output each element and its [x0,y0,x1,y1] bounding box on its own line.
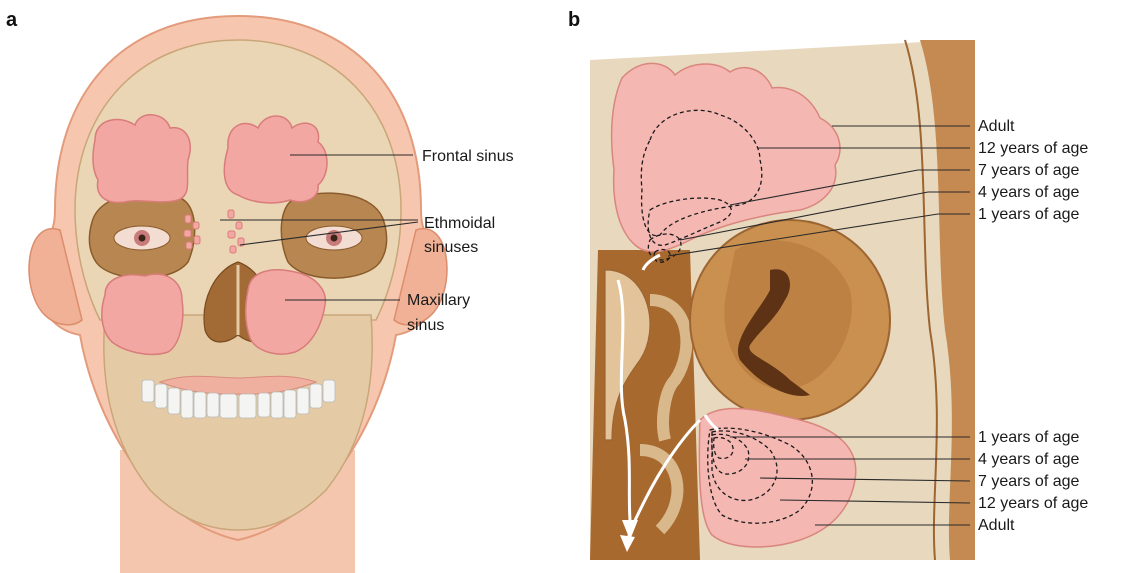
label-frontal-sinus: Frontal sinus [422,148,514,165]
label-ethmoidal-sinuses-line1: Ethmoidal [424,215,495,232]
label-maxillary-4-years: 4 years of age [978,451,1080,468]
label-frontal-1-year: 1 years of age [978,206,1080,223]
panel-b: b [568,9,1088,560]
sagittal-section-illustration [590,40,975,560]
label-frontal-7-years: 7 years of age [978,162,1080,179]
label-maxillary-sinus-line1: Maxillary [407,292,470,309]
label-frontal-12-years: 12 years of age [978,140,1088,157]
label-maxillary-1-year: 1 years of age [978,429,1080,446]
panel-a: a [6,9,514,573]
label-maxillary-sinus-line2: sinus [407,317,444,334]
label-frontal-adult: Adult [978,118,1015,135]
label-maxillary-12-years: 12 years of age [978,495,1088,512]
skull-illustration [29,16,447,573]
label-ethmoidal-sinuses-line2: sinuses [424,239,478,256]
label-maxillary-7-years: 7 years of age [978,473,1080,490]
panel-a-letter: a [6,9,18,31]
label-maxillary-adult: Adult [978,517,1015,534]
label-frontal-4-years: 4 years of age [978,184,1080,201]
panel-b-letter: b [568,9,580,31]
